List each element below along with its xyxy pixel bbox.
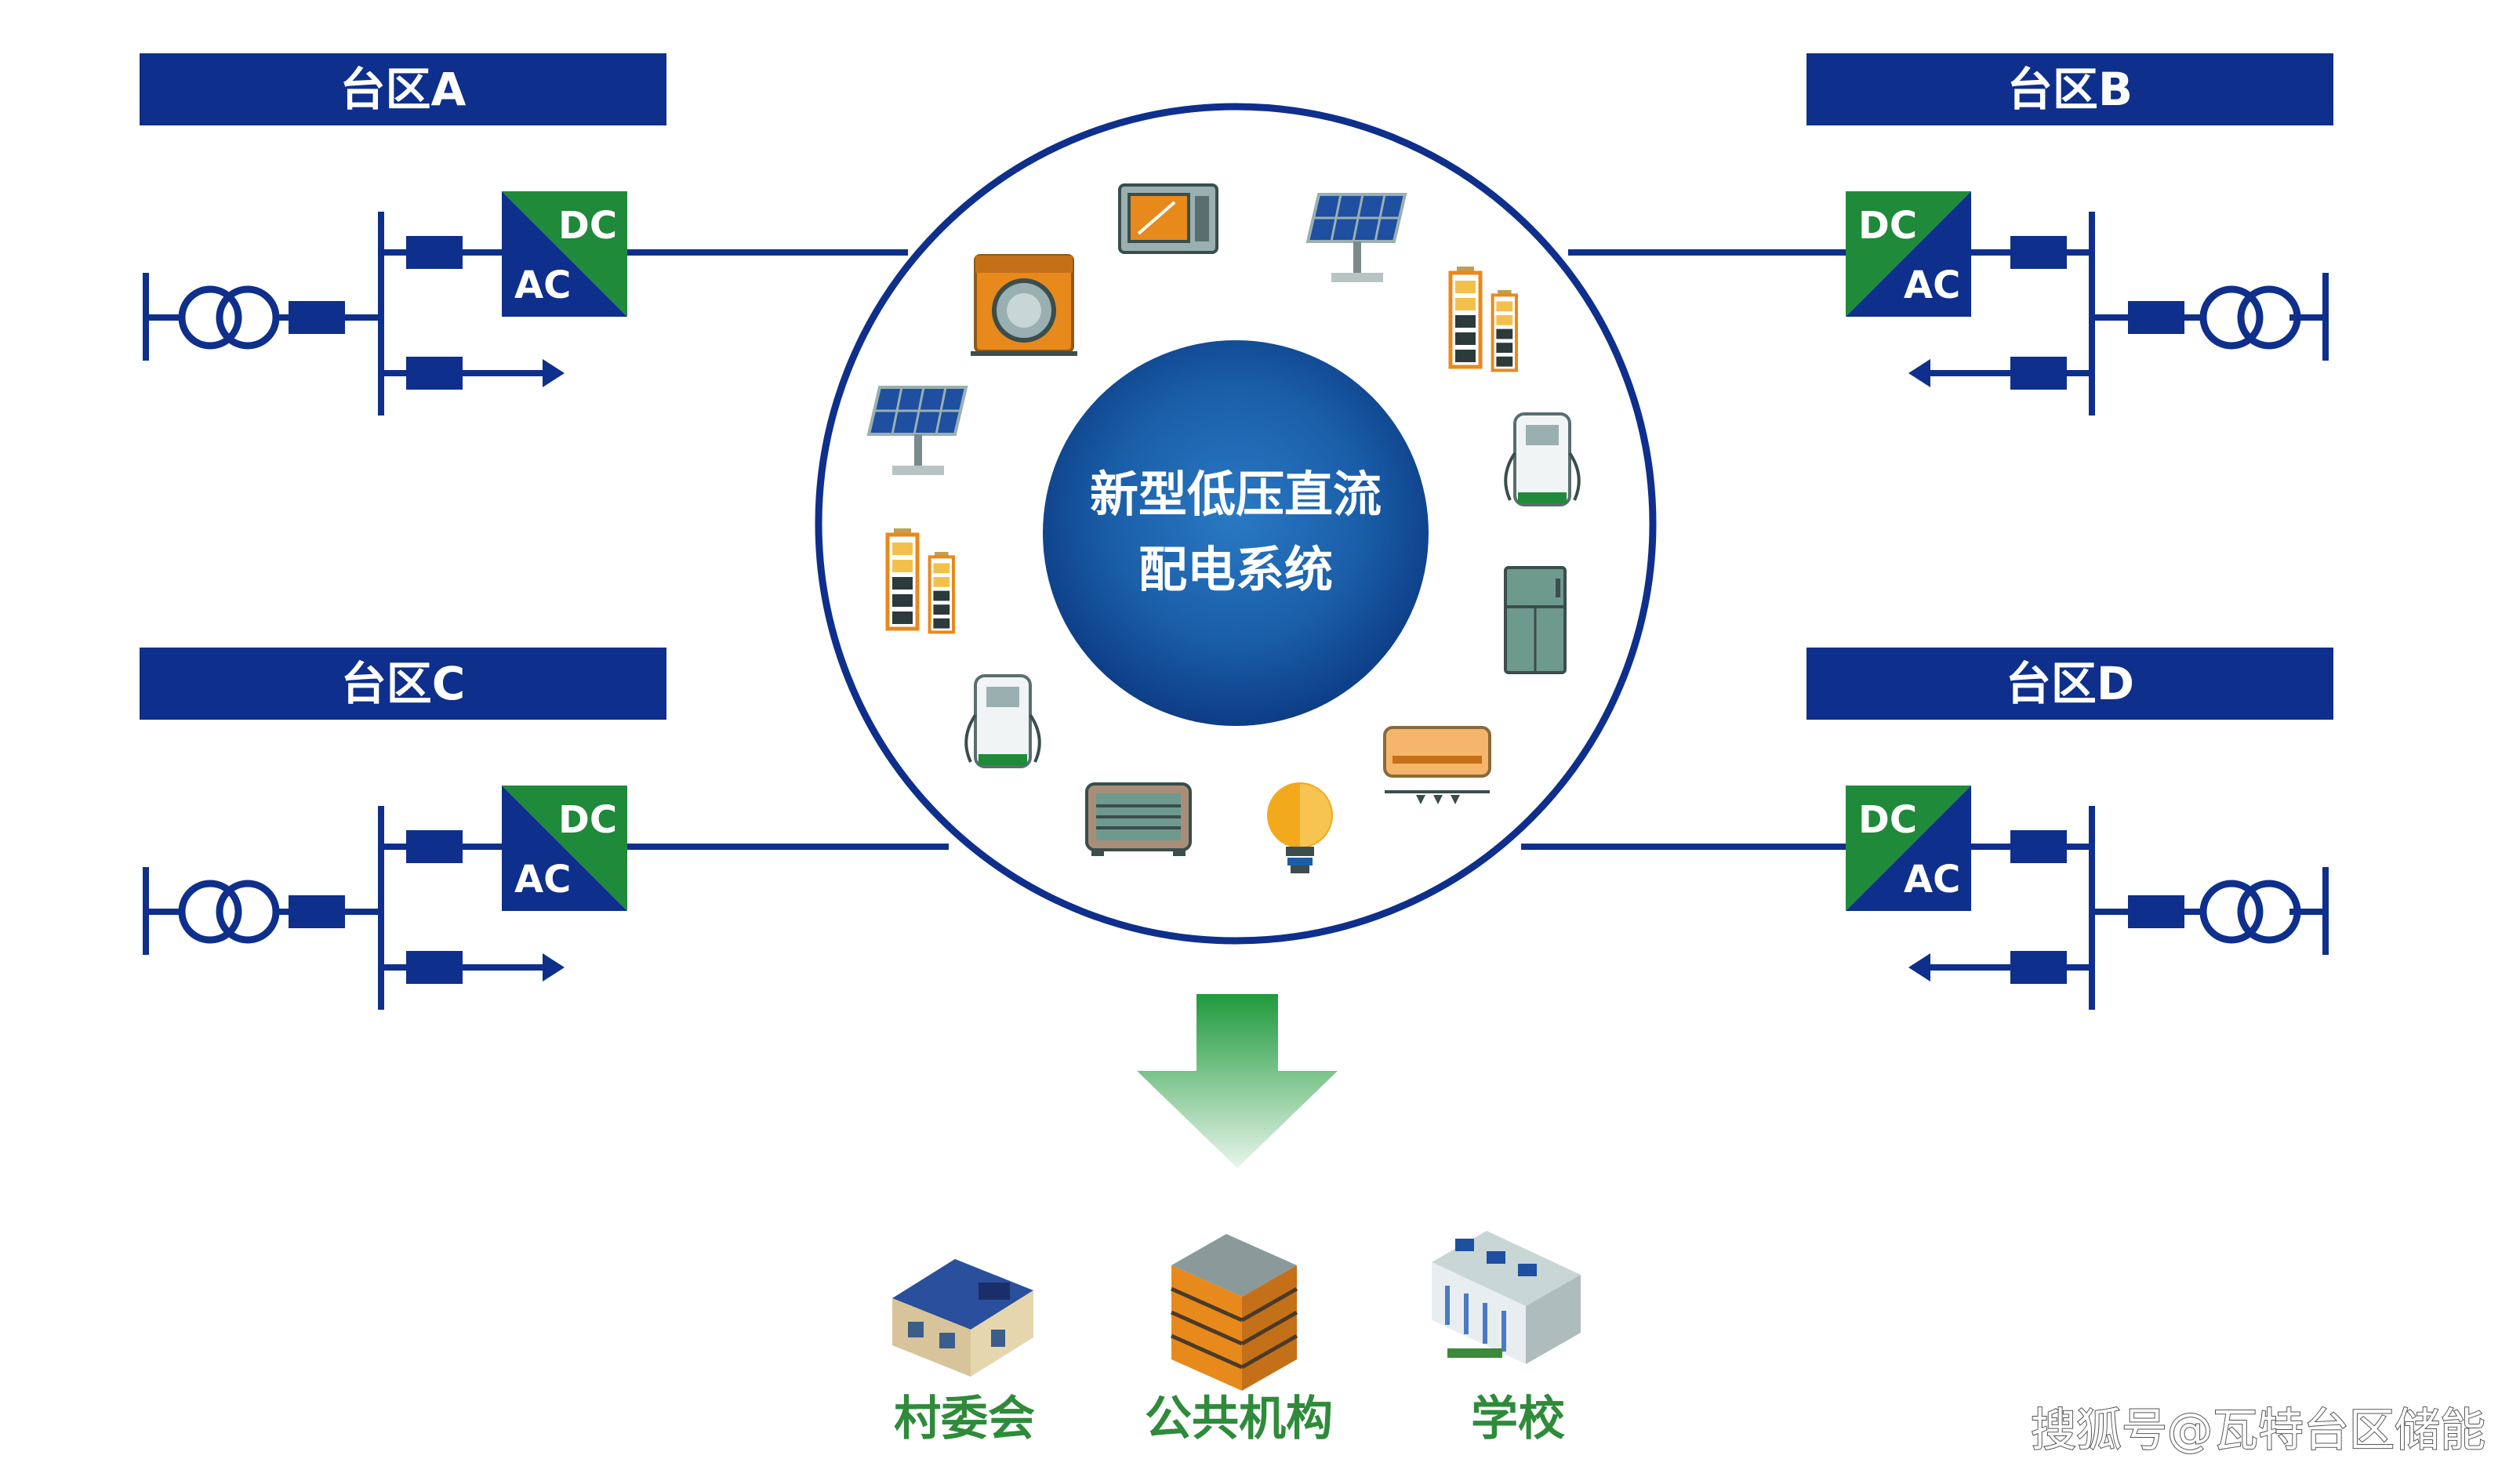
building-label-village: 村委会 — [894, 1392, 1035, 1446]
air-conditioner-icon — [1383, 726, 1491, 804]
zone-b-breaker-3 — [2010, 357, 2067, 390]
zone-c-dc-label: DC — [558, 798, 617, 842]
zone-b-header — [1806, 53, 2333, 125]
zone-a-arrow-head — [543, 359, 565, 387]
building-label-school: 学校 — [1471, 1392, 1565, 1446]
zone-a-converter: DC AC — [502, 191, 627, 317]
ev-charger-icon — [1504, 412, 1581, 506]
zone-c-header — [140, 648, 666, 720]
zone-d-breaker-3 — [2010, 951, 2067, 984]
center-title-line1: 新型低压直流 — [1090, 466, 1382, 523]
zone-c-arrow-head — [543, 953, 565, 982]
microwave-icon — [1118, 183, 1218, 254]
zone-b-ac-label: AC — [1904, 263, 1960, 307]
zone-a-breaker-1 — [289, 301, 345, 334]
zone-a-ac-label: AC — [514, 263, 571, 307]
zone-d-dc-label: DC — [1858, 798, 1917, 842]
zone-b-dc-label: DC — [1858, 204, 1917, 248]
zone-c-breaker-2 — [406, 830, 463, 863]
zone-d-header — [1806, 648, 2333, 720]
zone-b-breaker-1 — [2128, 301, 2184, 334]
zone-d-label: 台区D — [2006, 657, 2134, 710]
house-icon — [892, 1259, 1033, 1377]
zone-d-arrow-head — [1908, 953, 1930, 982]
zone-b-converter: DC AC — [1846, 191, 1971, 317]
zone-a: 台区A DC AC — [140, 53, 908, 415]
zone-c-ac-label: AC — [514, 858, 571, 902]
zone-c: 台区C DC AC — [140, 648, 949, 1010]
zone-c-converter: DC AC — [502, 786, 627, 911]
zone-c-label: 台区C — [341, 657, 466, 710]
center-title-line2: 配电系统 — [1138, 541, 1333, 598]
zone-c-breaker-1 — [289, 895, 345, 928]
zone-b-breaker-2 — [2010, 236, 2067, 269]
light-bulb-icon — [1267, 782, 1333, 873]
zone-d: 台区D DC AC — [1521, 648, 2333, 1010]
school-icon — [1432, 1231, 1581, 1364]
solar-panel-icon — [1305, 193, 1407, 282]
washing-machine-icon — [971, 254, 1077, 356]
office-building-icon — [1170, 1234, 1298, 1391]
zone-c-breaker-3 — [406, 951, 463, 984]
zone-b-arrow-head — [1908, 359, 1930, 387]
zone-d-breaker-2 — [2010, 830, 2067, 863]
solar-panel-icon — [866, 386, 968, 475]
building-label-public: 公共机构 — [1145, 1392, 1333, 1446]
zone-d-converter: DC AC — [1846, 786, 1971, 911]
flow-down-arrow — [1137, 994, 1338, 1168]
zone-a-dc-label: DC — [558, 204, 617, 248]
zone-a-breaker-3 — [406, 357, 463, 390]
zone-b-label: 台区B — [2007, 63, 2133, 116]
zone-d-breaker-1 — [2128, 895, 2184, 928]
zone-d-ac-label: AC — [1904, 858, 1960, 902]
zone-b: 台区B DC AC — [1568, 53, 2333, 415]
zone-a-header — [140, 53, 666, 125]
heater-icon — [1085, 782, 1192, 856]
watermark-text: 搜狐号@瓦特台区储能 — [2031, 1403, 2486, 1457]
center-hub — [1043, 340, 1429, 726]
zone-a-label: 台区A — [340, 63, 467, 116]
zone-a-breaker-2 — [406, 236, 463, 269]
refrigerator-icon — [1504, 566, 1567, 674]
ev-charger-icon — [964, 674, 1041, 768]
